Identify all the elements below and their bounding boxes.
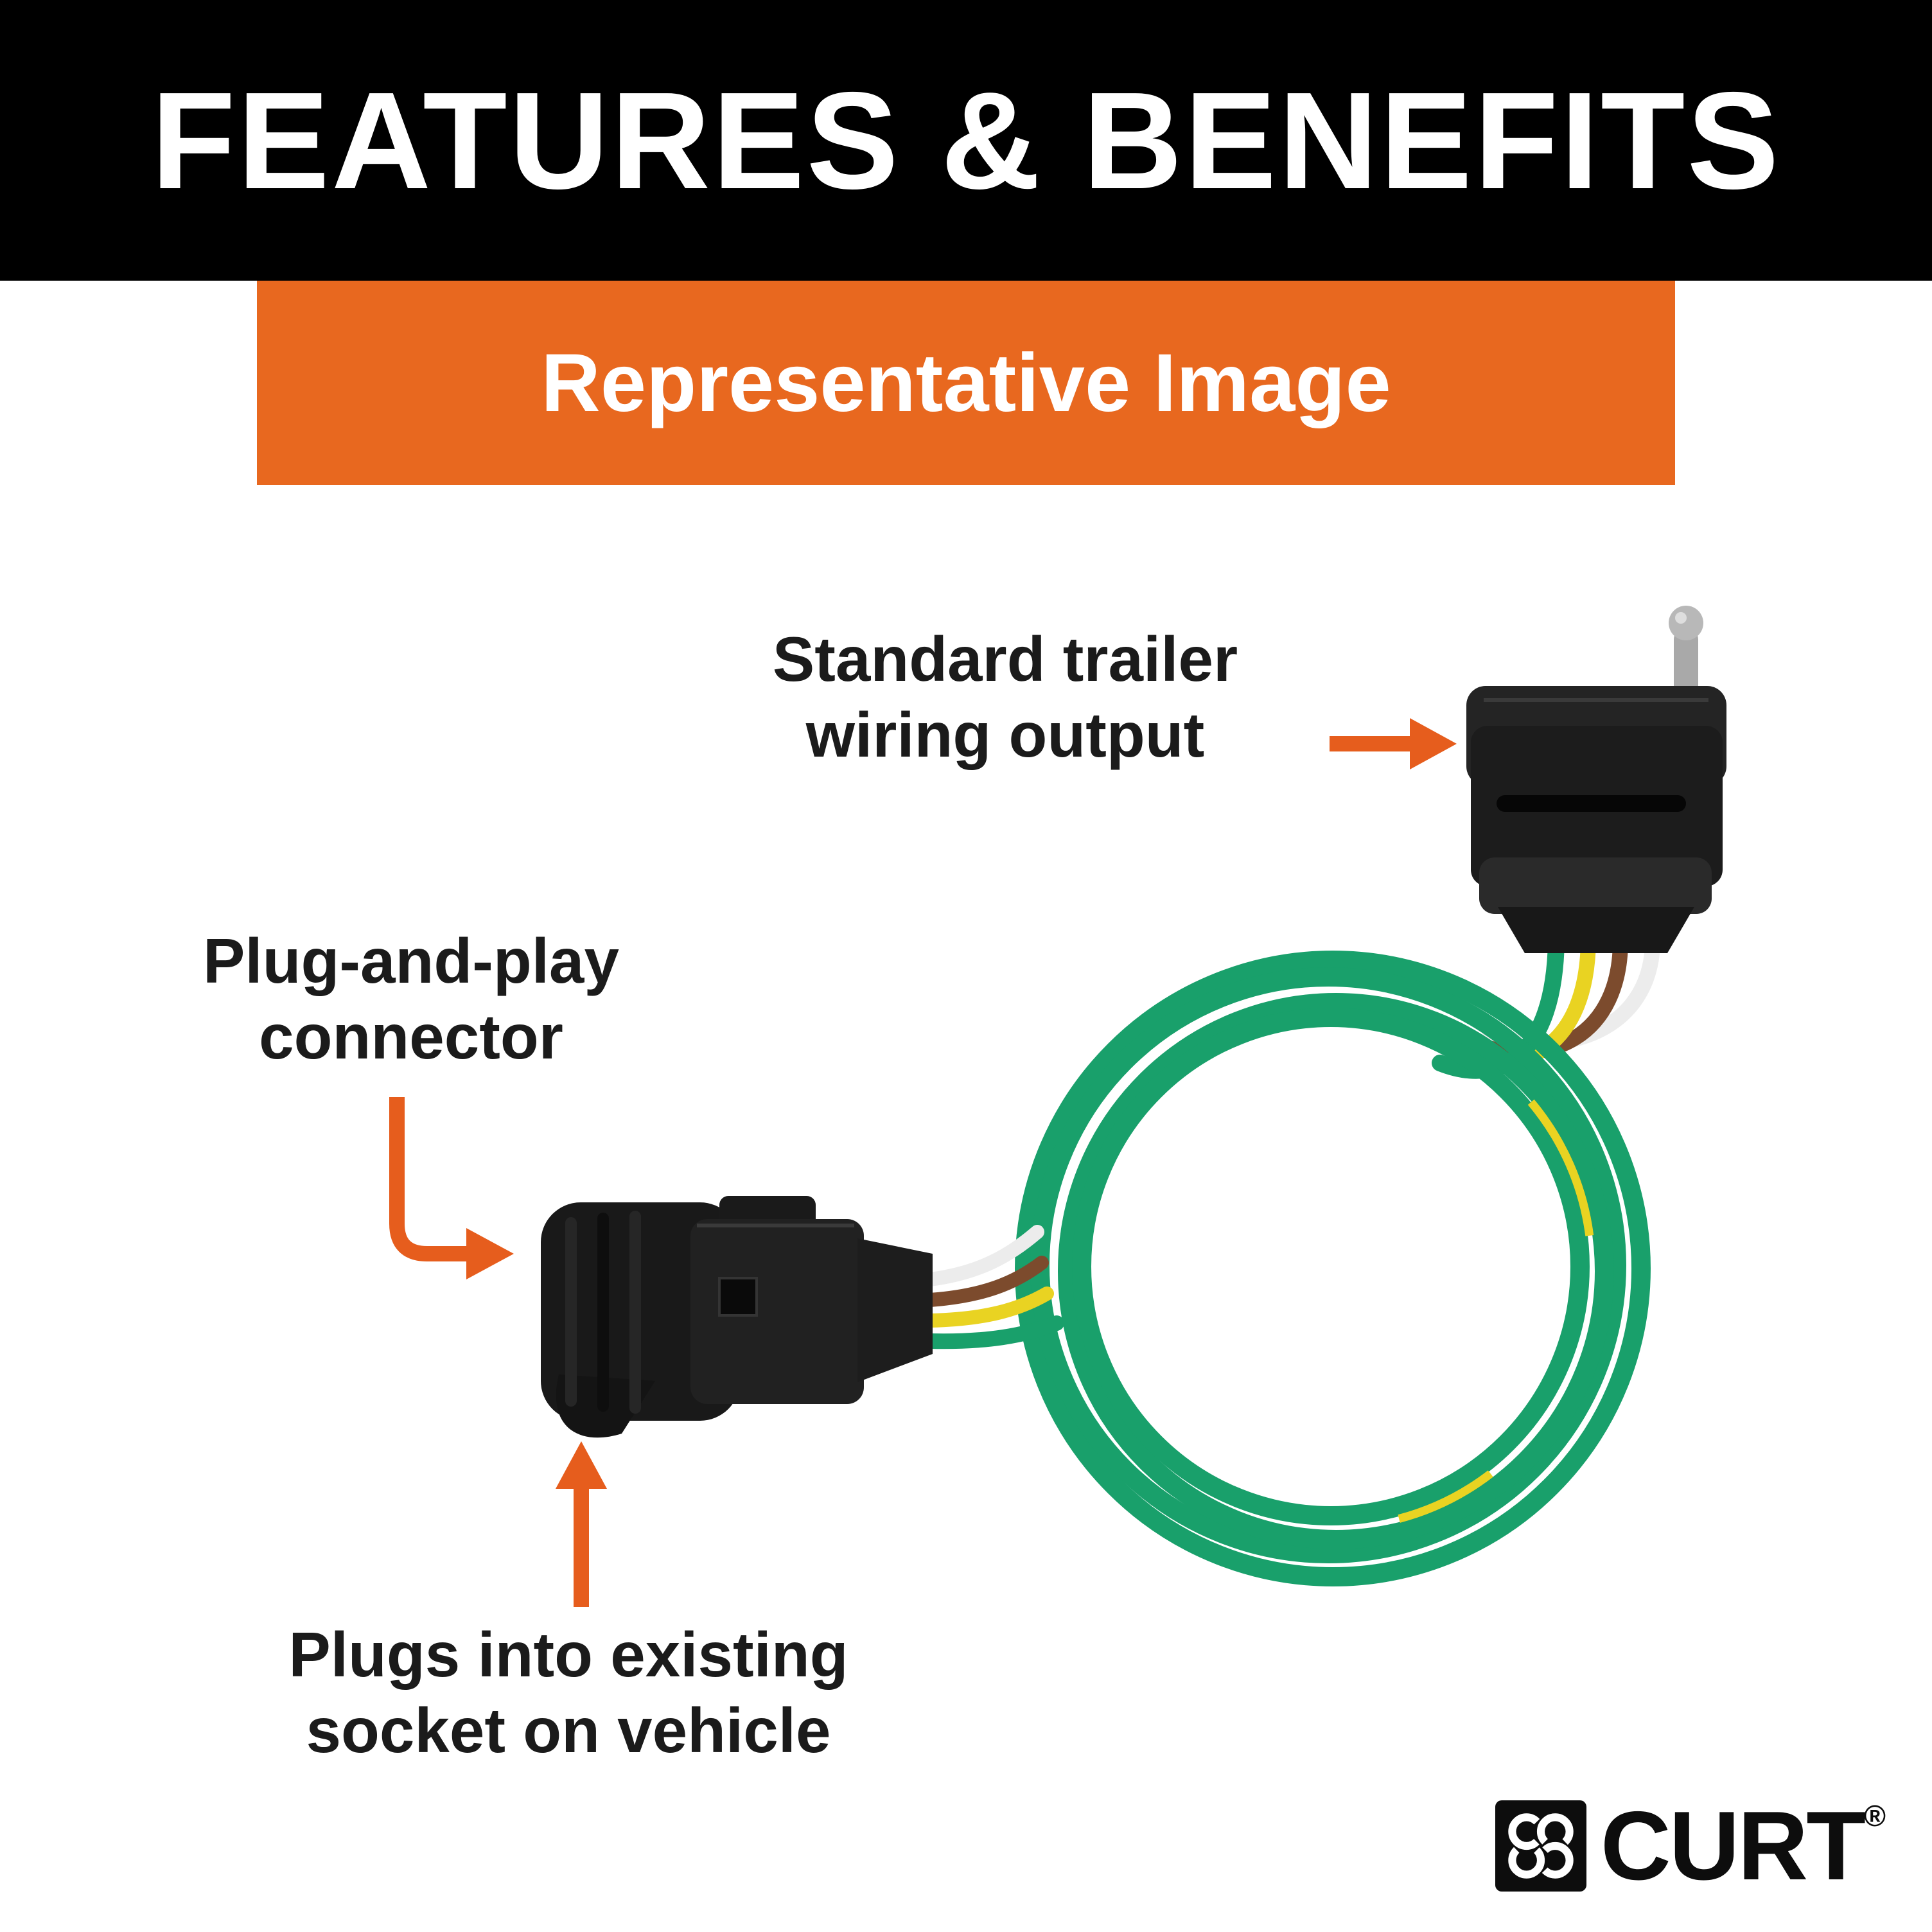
pin-ball-tip <box>1669 606 1703 640</box>
arrow-elbow-icon <box>389 1097 514 1279</box>
curt-logo: CURT® <box>1495 1797 1886 1895</box>
banner-subtitle: Representative Image <box>541 337 1391 429</box>
connector-strands <box>922 1225 1064 1349</box>
label-line: Plugs into existing <box>288 1619 848 1690</box>
label-line: wiring output <box>805 699 1205 770</box>
arrow-up-icon <box>556 1441 607 1607</box>
wire-coil <box>1015 951 1651 1586</box>
arrow-right-icon <box>1330 718 1457 769</box>
label-plugs-into-existing-socket: Plugs into existing socket on vehicle <box>183 1617 954 1768</box>
header-banner: FEATURES & BENEFITS <box>0 0 1932 281</box>
plug-and-play-connector <box>541 1196 933 1438</box>
curt-logo-text: CURT <box>1600 1791 1866 1901</box>
curt-logo-icon <box>1495 1800 1586 1892</box>
label-line: Standard trailer <box>772 624 1238 694</box>
label-line: connector <box>259 1001 563 1072</box>
curt-wordmark: CURT® <box>1601 1797 1886 1895</box>
representative-image-banner: Representative Image <box>257 281 1675 485</box>
trailer-output-connector <box>1466 606 1726 953</box>
label-standard-trailer-wiring-output: Standard trailer wiring output <box>681 622 1330 773</box>
label-plug-and-play-connector: Plug-and-play connector <box>90 924 732 1075</box>
label-line: Plug-and-play <box>203 926 619 996</box>
registered-mark: ® <box>1864 1799 1886 1832</box>
annotation-arrows <box>389 718 1457 1607</box>
page-title: FEATURES & BENEFITS <box>151 62 1781 218</box>
label-line: socket on vehicle <box>306 1694 831 1766</box>
